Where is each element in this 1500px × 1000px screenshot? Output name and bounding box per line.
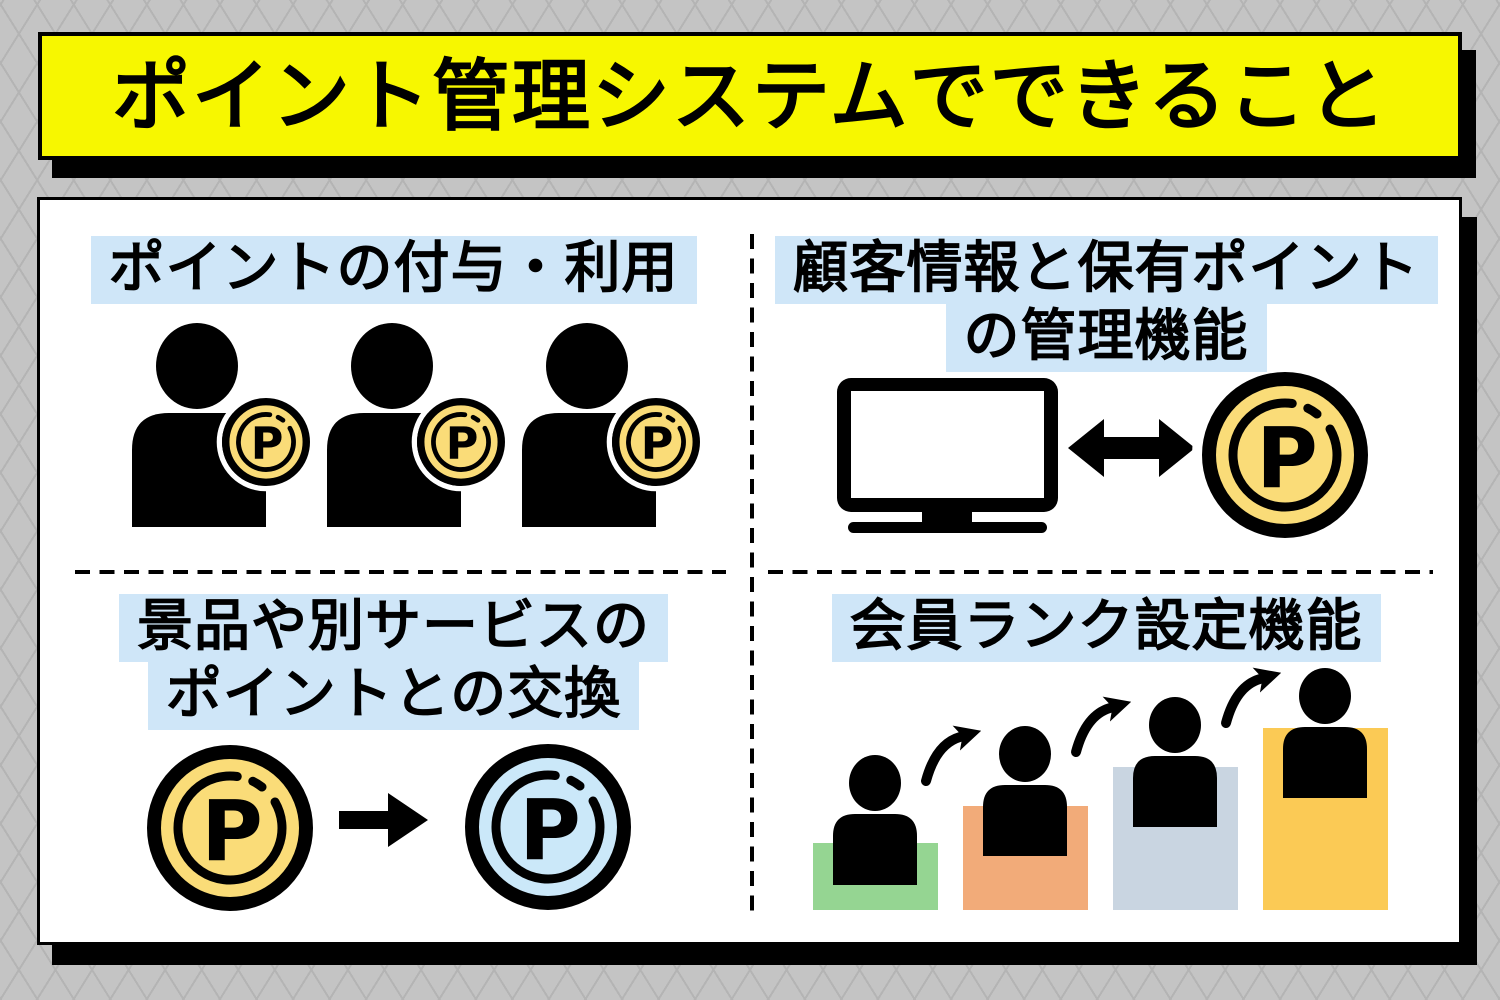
quadrant-heading-exchange: 景品や別サービスの ポイントとの交換: [37, 594, 750, 730]
heading-line: の管理機能: [945, 304, 1267, 372]
heading-line: 景品や別サービスの: [119, 594, 668, 662]
page-title-banner: ポイント管理システムでできること: [38, 32, 1462, 160]
heading-line: ポイントの付与・利用: [90, 236, 697, 304]
heading-line: 顧客情報と保有ポイント: [774, 236, 1438, 304]
quadrant-heading-member-rank: 会員ランク設定機能: [750, 594, 1462, 662]
page-title: ポイント管理システムでできること: [111, 52, 1389, 140]
quadrant-heading-customer-management: 顧客情報と保有ポイント の管理機能: [750, 236, 1462, 372]
heading-line: 会員ランク設定機能: [831, 594, 1381, 662]
quadrant-heading-grant-use: ポイントの付与・利用: [37, 236, 750, 304]
heading-line: ポイントとの交換: [147, 662, 640, 730]
